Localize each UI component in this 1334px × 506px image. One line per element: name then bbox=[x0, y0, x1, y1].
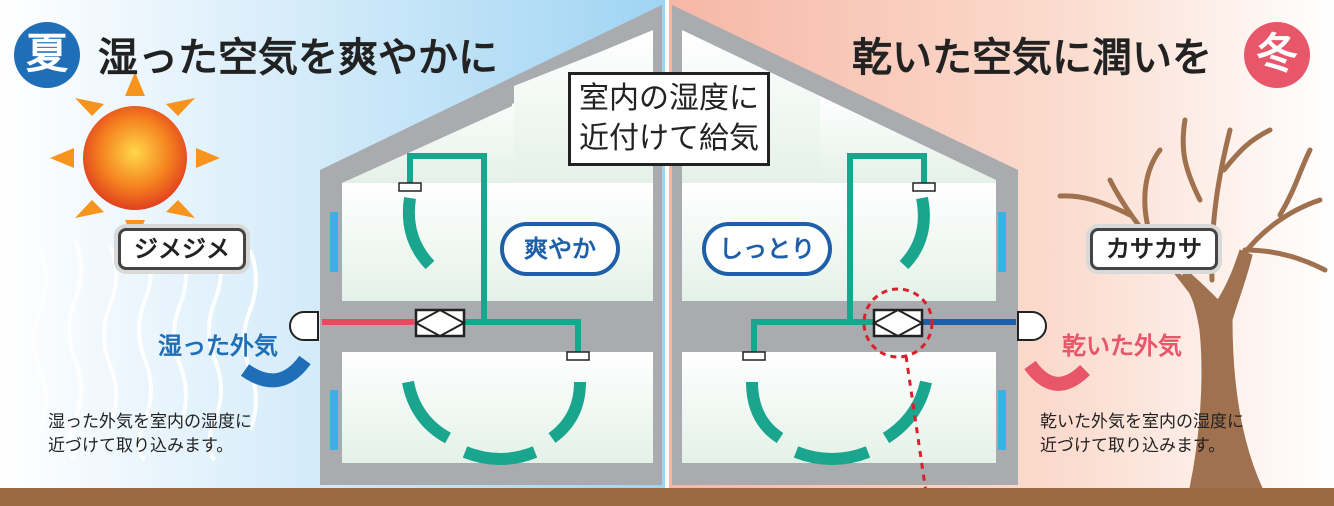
center-callout: 室内の湿度に 近付けて給気 bbox=[568, 72, 770, 166]
winter-lower-vent bbox=[742, 351, 766, 361]
summer-feel-tag: ジメジメ bbox=[118, 228, 246, 270]
exchanger-highlight bbox=[862, 287, 934, 506]
center-divider bbox=[665, 0, 669, 506]
airflow-arrow-icon bbox=[1024, 360, 1090, 391]
winter-note-line-2: 近づけて取り込みます。 bbox=[1040, 436, 1226, 456]
winter-note-line-1: 乾いた外気を室内の湿度に bbox=[1040, 412, 1244, 432]
winter-airflow-arrows bbox=[746, 196, 932, 465]
winter-outside-duct bbox=[922, 319, 1016, 325]
summer-room-bubble: 爽やか bbox=[500, 222, 620, 276]
winter-feel-tag: カサカサ bbox=[1090, 228, 1218, 270]
summer-note: 湿った外気を室内の湿度に 近づけて取り込みます。 bbox=[48, 410, 252, 458]
windows bbox=[330, 212, 1006, 450]
sun-icon bbox=[50, 72, 220, 244]
humid-wave-icon bbox=[32, 239, 258, 462]
winter-upper-vent bbox=[912, 182, 936, 192]
winter-intake-hood bbox=[1017, 311, 1047, 341]
winter-note: 乾いた外気を室内の湿度に 近づけて取り込みます。 bbox=[1040, 410, 1244, 458]
heat-exchanger-icon bbox=[871, 308, 925, 338]
winter-room-bubble: しっとり bbox=[702, 222, 832, 276]
airflow-arrow-icon bbox=[240, 355, 311, 388]
summer-badge: 夏 bbox=[14, 22, 80, 88]
summer-upper-vent bbox=[398, 182, 422, 192]
callout-line-1: 室内の湿度に bbox=[579, 81, 759, 116]
summer-ducts bbox=[407, 153, 581, 352]
winter-title: 乾いた空気に潤いを bbox=[852, 35, 1212, 81]
summer-intake-hood bbox=[289, 311, 319, 341]
callout-line-2: 近付けて給気 bbox=[579, 121, 759, 156]
summer-lower-vent bbox=[566, 351, 590, 361]
summer-airflow-arrows bbox=[402, 197, 586, 465]
summer-outside-air-label: 湿った外気 bbox=[158, 332, 278, 360]
ground bbox=[0, 488, 1334, 506]
winter-ducts bbox=[751, 153, 927, 352]
winter-badge: 冬 bbox=[1244, 22, 1310, 88]
winter-outside-air-label: 乾いた外気 bbox=[1062, 332, 1182, 360]
summer-title: 湿った空気を爽やかに bbox=[98, 35, 498, 81]
summer-outside-duct bbox=[322, 319, 414, 325]
summer-note-line-2: 近づけて取り込みます。 bbox=[48, 436, 234, 456]
summer-note-line-1: 湿った外気を室内の湿度に bbox=[48, 412, 252, 432]
heat-exchanger-icon bbox=[413, 308, 467, 338]
